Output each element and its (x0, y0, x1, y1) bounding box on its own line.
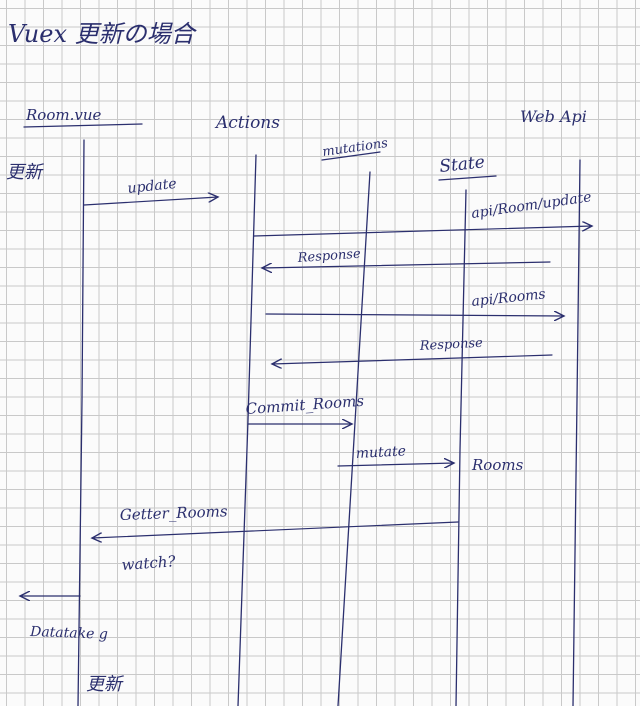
message-response-1-arrow (262, 261, 551, 268)
lifeline-room-vue (77, 139, 85, 706)
message-api-rooms-label: api/Rooms (471, 286, 547, 310)
note-kousin-bottom: 更新 (86, 674, 125, 695)
message-update-arrow (83, 197, 218, 206)
mutations-underline (321, 151, 381, 161)
lifeline-web-api (572, 159, 581, 706)
message-response-2-label: Response (418, 336, 483, 354)
lifeline-mutations (337, 171, 371, 706)
message-response-1-label: Response (296, 247, 361, 266)
participant-room-vue: Room.vue (25, 106, 101, 124)
participant-web-api: Web Api (520, 107, 587, 126)
message-api-room-update-label: api/Room/update (470, 189, 592, 222)
participant-actions: Actions (214, 113, 280, 133)
message-api-room-update-arrow (253, 226, 592, 237)
message-update-label: update (127, 176, 178, 197)
message-getter-rooms-arrow (92, 521, 459, 538)
message-response-2-arrow (272, 354, 553, 364)
message-commit-rooms-label: Commit_Rooms (245, 392, 365, 418)
message-api-rooms-arrow (265, 314, 564, 316)
message-getter-rooms-label: Getter_Rooms (120, 502, 229, 524)
room-vue-underline (23, 123, 143, 128)
lifeline-actions (237, 154, 257, 706)
participant-state: State (438, 152, 485, 177)
message-mutate-arrow (337, 463, 454, 466)
participant-mutations: mutations (321, 136, 389, 160)
note-kousin-top: 更新 (6, 162, 45, 183)
lifeline-state (455, 189, 467, 706)
note-datatake: Datatake g (29, 624, 108, 643)
diagram-title: Vuex 更新の場合 (8, 20, 198, 48)
note-watch: watch? (121, 552, 177, 574)
state-underline (438, 175, 497, 181)
message-mutate-label: mutate (355, 443, 406, 462)
state-rooms-label: Rooms (471, 456, 524, 474)
